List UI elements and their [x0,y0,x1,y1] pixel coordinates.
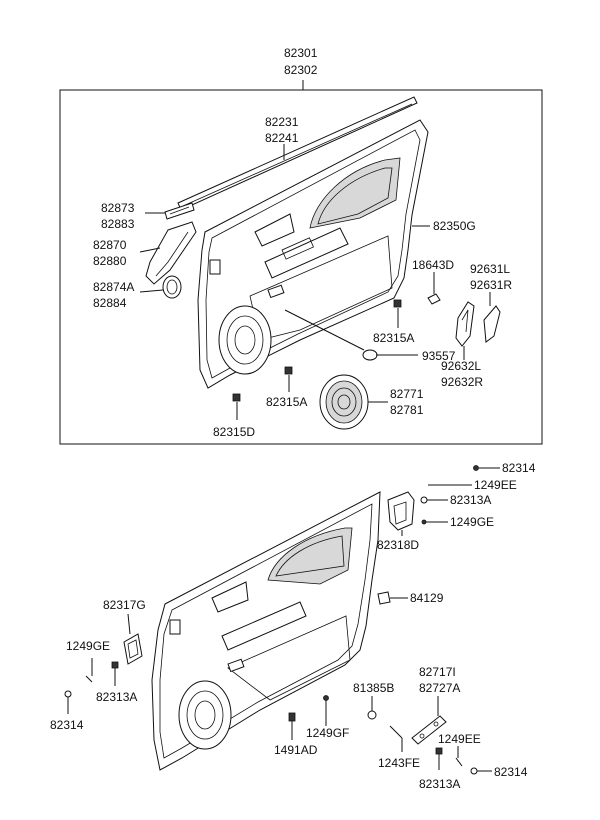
bracket-82717i-part [411,715,447,745]
label-92631r: 92631R [470,278,512,292]
label-1249ee-top: 1249EE [474,478,517,492]
label-92632r: 92632R [441,375,483,389]
label-82315a-upper: 82315A [373,331,414,345]
screw-1249gf [323,695,329,701]
switch-panel-part [164,202,195,220]
label-92632l: 92632L [441,359,481,373]
label-93557: 93557 [422,349,456,363]
label-82870: 82870 [93,238,127,252]
bolt-82314-left [64,690,72,698]
label-82314-left: 82314 [50,718,84,732]
part-81385b [367,710,377,720]
label-82874a: 82874A [93,280,134,294]
bracket-82317g-part [123,633,143,665]
label-1491ad: 1491AD [274,743,318,757]
label-82314-bottom: 82314 [494,765,528,779]
screw-1249ge-left [85,675,93,683]
leader-82874a [139,289,164,293]
label-82771: 82771 [390,387,424,401]
label-82880: 82880 [93,254,127,268]
label-82350g: 82350G [433,219,476,233]
label-82883: 82883 [101,217,135,231]
fastener-upper-part [393,299,402,308]
label-1249ge-left: 1249GE [66,639,110,653]
label-82315a-mid: 82315A [266,395,307,409]
label-81385b: 81385B [353,681,394,695]
label-82301: 82301 [284,46,318,60]
label-82314-top: 82314 [502,461,536,475]
lamp-part [483,305,501,343]
label-92631l: 92631L [470,262,510,276]
label-82781: 82781 [390,403,424,417]
handle-cover-part [162,275,182,299]
label-84129: 84129 [410,591,444,605]
label-1249ee-bottom: 1249EE [438,732,481,746]
lamp-lens-part [455,301,475,347]
pull-handle-part [145,221,197,285]
fastener-mid-part [284,366,293,375]
label-82318d: 82318D [377,538,419,552]
clip-84129-part [377,591,391,605]
label-82717i: 82717I [419,665,456,679]
nut-82313a-left [111,661,119,669]
label-1249ge-right: 1249GE [450,515,494,529]
label-82313a-left: 82313A [96,690,137,704]
speaker-grille-part [319,374,369,430]
label-82241: 82241 [265,131,299,145]
fastener-lower-part [232,393,241,402]
bolt-82314-bottom [470,767,478,775]
leader-93557b [284,309,365,351]
assembly-frame [59,89,543,445]
label-82313a-top: 82313A [450,493,491,507]
label-82231: 82231 [265,115,299,129]
door-trim-panel-top [197,119,429,389]
label-18643d: 18643D [412,258,454,272]
leader-82870 [139,247,161,253]
nut-82313a-top [420,496,428,504]
label-82317g: 82317G [103,598,146,612]
screw-1243fe [389,725,403,739]
clip-part [427,293,441,305]
label-1249gf: 1249GF [306,726,349,740]
label-82315d: 82315D [213,425,255,439]
label-82727a: 82727A [419,681,460,695]
screw-1249ee-bottom [455,757,463,767]
fastener-1491ad [288,712,296,722]
label-82884: 82884 [93,296,127,310]
leader-82317g [127,613,131,635]
door-trim-panel-bottom [151,491,381,771]
label-82873: 82873 [101,201,135,215]
screw-1249ge-right [421,519,427,525]
bracket-82318d-part [387,491,415,531]
grommet-part [362,349,378,361]
label-82302: 82302 [284,63,318,77]
bolt-82314-top [473,465,479,471]
label-82313a-bottom: 82313A [419,777,460,791]
nut-82313a-bottom [435,747,443,755]
label-1243fe: 1243FE [378,756,420,770]
